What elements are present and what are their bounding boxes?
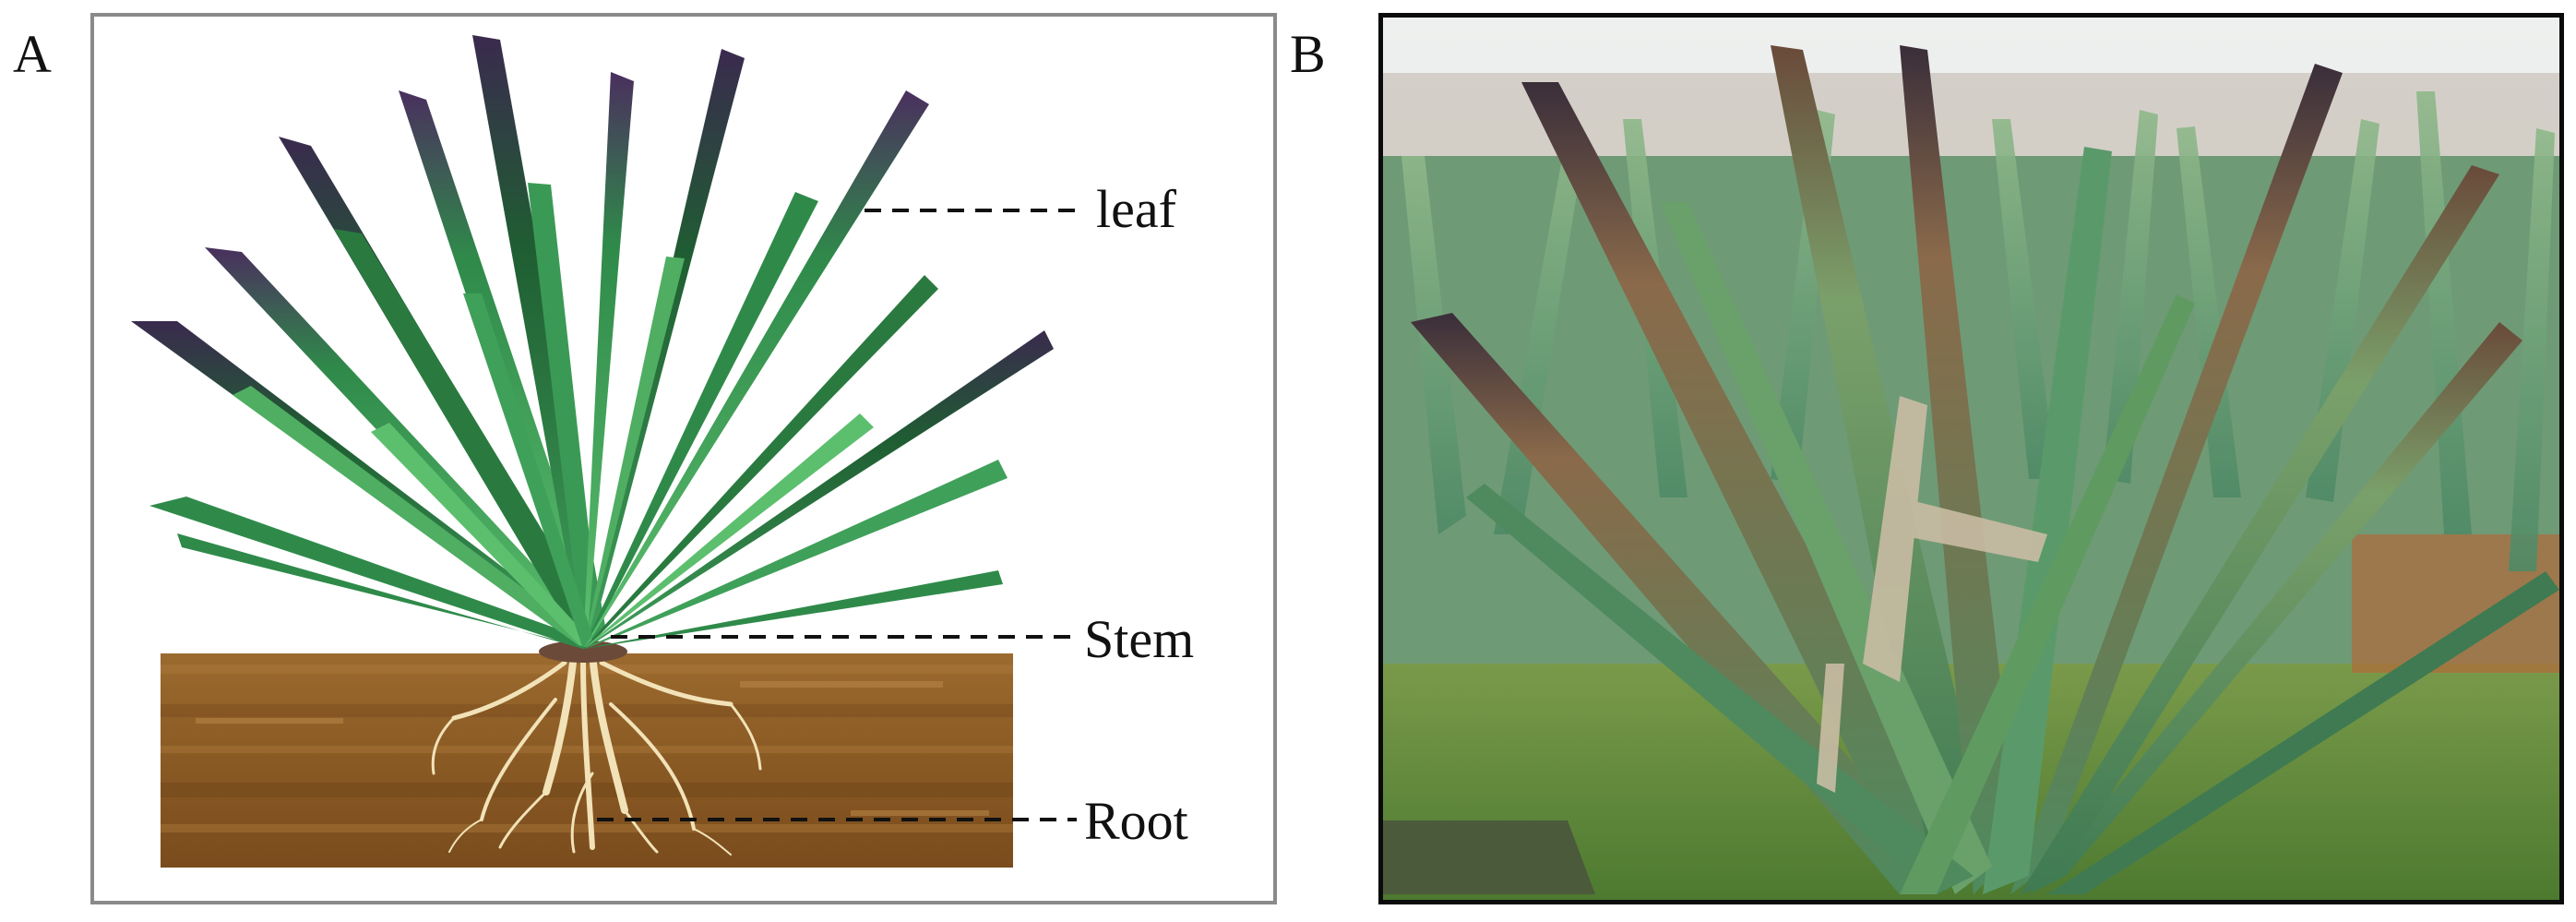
leaf-label: leaf (1096, 179, 1176, 239)
root-label: Root (1084, 791, 1188, 851)
root-system (431, 650, 762, 856)
panel-letter-a: A (13, 24, 52, 84)
stem-base (539, 641, 627, 663)
agave-illustration (131, 35, 1086, 868)
agave-field-photo (1383, 18, 2559, 900)
panel-a-illustration-frame (90, 13, 1277, 904)
panel-b-photo-frame (1378, 13, 2564, 904)
leaf-rosette (131, 35, 1054, 649)
dried-leaves (1817, 396, 2047, 793)
central-agave (1411, 45, 2559, 894)
stem-label: Stem (1084, 609, 1195, 669)
panel-letter-b: B (1290, 24, 1326, 84)
